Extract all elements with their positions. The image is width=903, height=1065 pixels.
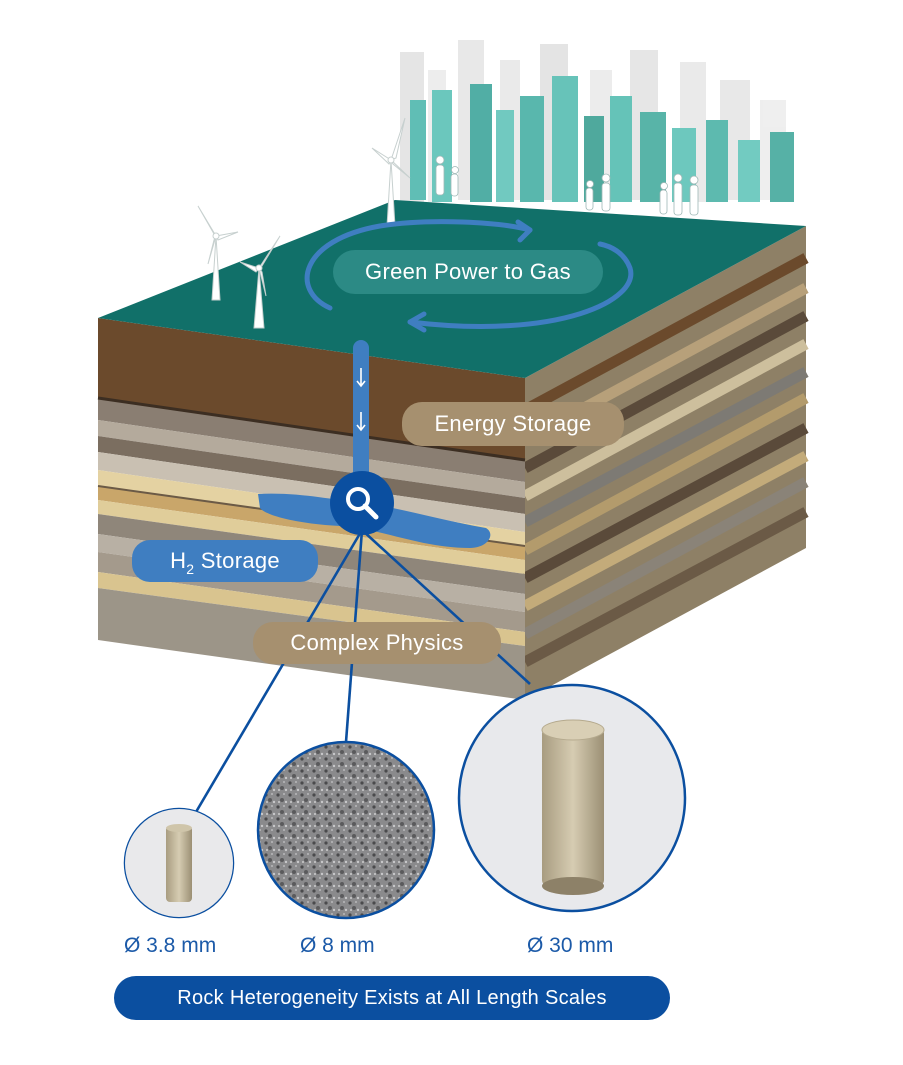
green-power-label: Green Power to Gas	[333, 250, 603, 294]
green-power-text: Green Power to Gas	[365, 259, 571, 284]
h2-storage-label: H2 Storage	[132, 540, 318, 582]
block-side	[525, 226, 806, 700]
h2-main-text: H	[170, 548, 187, 573]
city-skyline-icon	[400, 40, 794, 202]
h2-storage-text: Storage	[194, 548, 280, 573]
sample-micro-ct	[256, 740, 436, 920]
diameter-large: Ø 30 mm	[527, 934, 614, 957]
h2-subscript: 2	[186, 561, 195, 577]
wind-turbine-icon	[197, 117, 411, 329]
diameter-medium: Ø 8 mm	[300, 934, 375, 957]
down-arrow-icon	[356, 368, 366, 432]
diameter-small: Ø 3.8 mm	[124, 934, 217, 957]
energy-storage-text: Energy Storage	[434, 411, 592, 436]
banner-text: Rock Heterogeneity Exists at All Length …	[177, 987, 607, 1009]
complex-physics-text: Complex Physics	[290, 630, 464, 655]
complex-physics-label: Complex Physics	[253, 622, 501, 664]
energy-storage-label: Energy Storage	[402, 402, 624, 446]
sample-small-core	[123, 807, 235, 919]
heterogeneity-banner: Rock Heterogeneity Exists at All Length …	[114, 976, 670, 1020]
people-icon	[435, 155, 699, 216]
sample-large-core	[457, 683, 687, 913]
magnifier-icon	[330, 471, 394, 535]
side-strata	[522, 253, 809, 667]
cycle-arrow-icon	[304, 219, 634, 333]
